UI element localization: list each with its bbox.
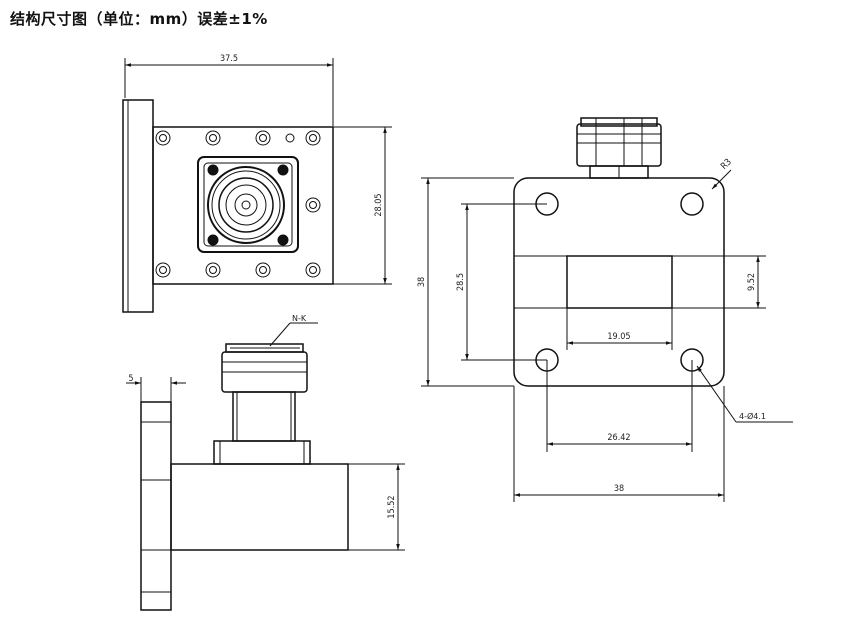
front-flange [513, 177, 725, 387]
dim-aperture-height: 9.52 [747, 273, 757, 291]
side-view-flange [140, 401, 172, 611]
top-view [122, 58, 392, 313]
dim-aperture-width: 19.05 [607, 332, 630, 342]
waveguide-aperture [566, 255, 673, 309]
dim-top-height: 28.05 [374, 193, 384, 216]
side-view-body [170, 463, 349, 551]
dim-hole-spacing-v: 28.5 [456, 273, 466, 291]
mount-hole [680, 192, 704, 216]
corner-radius-label: R3 [719, 157, 734, 172]
front-view [421, 117, 793, 502]
dim-port-height: 15.52 [387, 495, 397, 518]
top-view-screws [155, 130, 321, 278]
connector-square [197, 156, 299, 253]
dim-hole-spacing-h: 26.42 [607, 433, 630, 443]
top-view-body [152, 126, 334, 285]
connector-label: N-K [292, 314, 307, 323]
side-view [126, 322, 405, 611]
dim-top-width: 37.5 [220, 54, 238, 64]
dim-flange-size-v: 38 [417, 277, 427, 287]
dim-flange-thickness: 5 [128, 374, 133, 384]
dim-flange-size-h: 38 [614, 484, 624, 494]
connector-face [207, 166, 285, 244]
front-connector [576, 123, 662, 167]
holes-spec-label: 4-Ø4.1 [739, 411, 766, 421]
page-title: 结构尺寸图（单位：mm）误差±1% [10, 10, 268, 28]
